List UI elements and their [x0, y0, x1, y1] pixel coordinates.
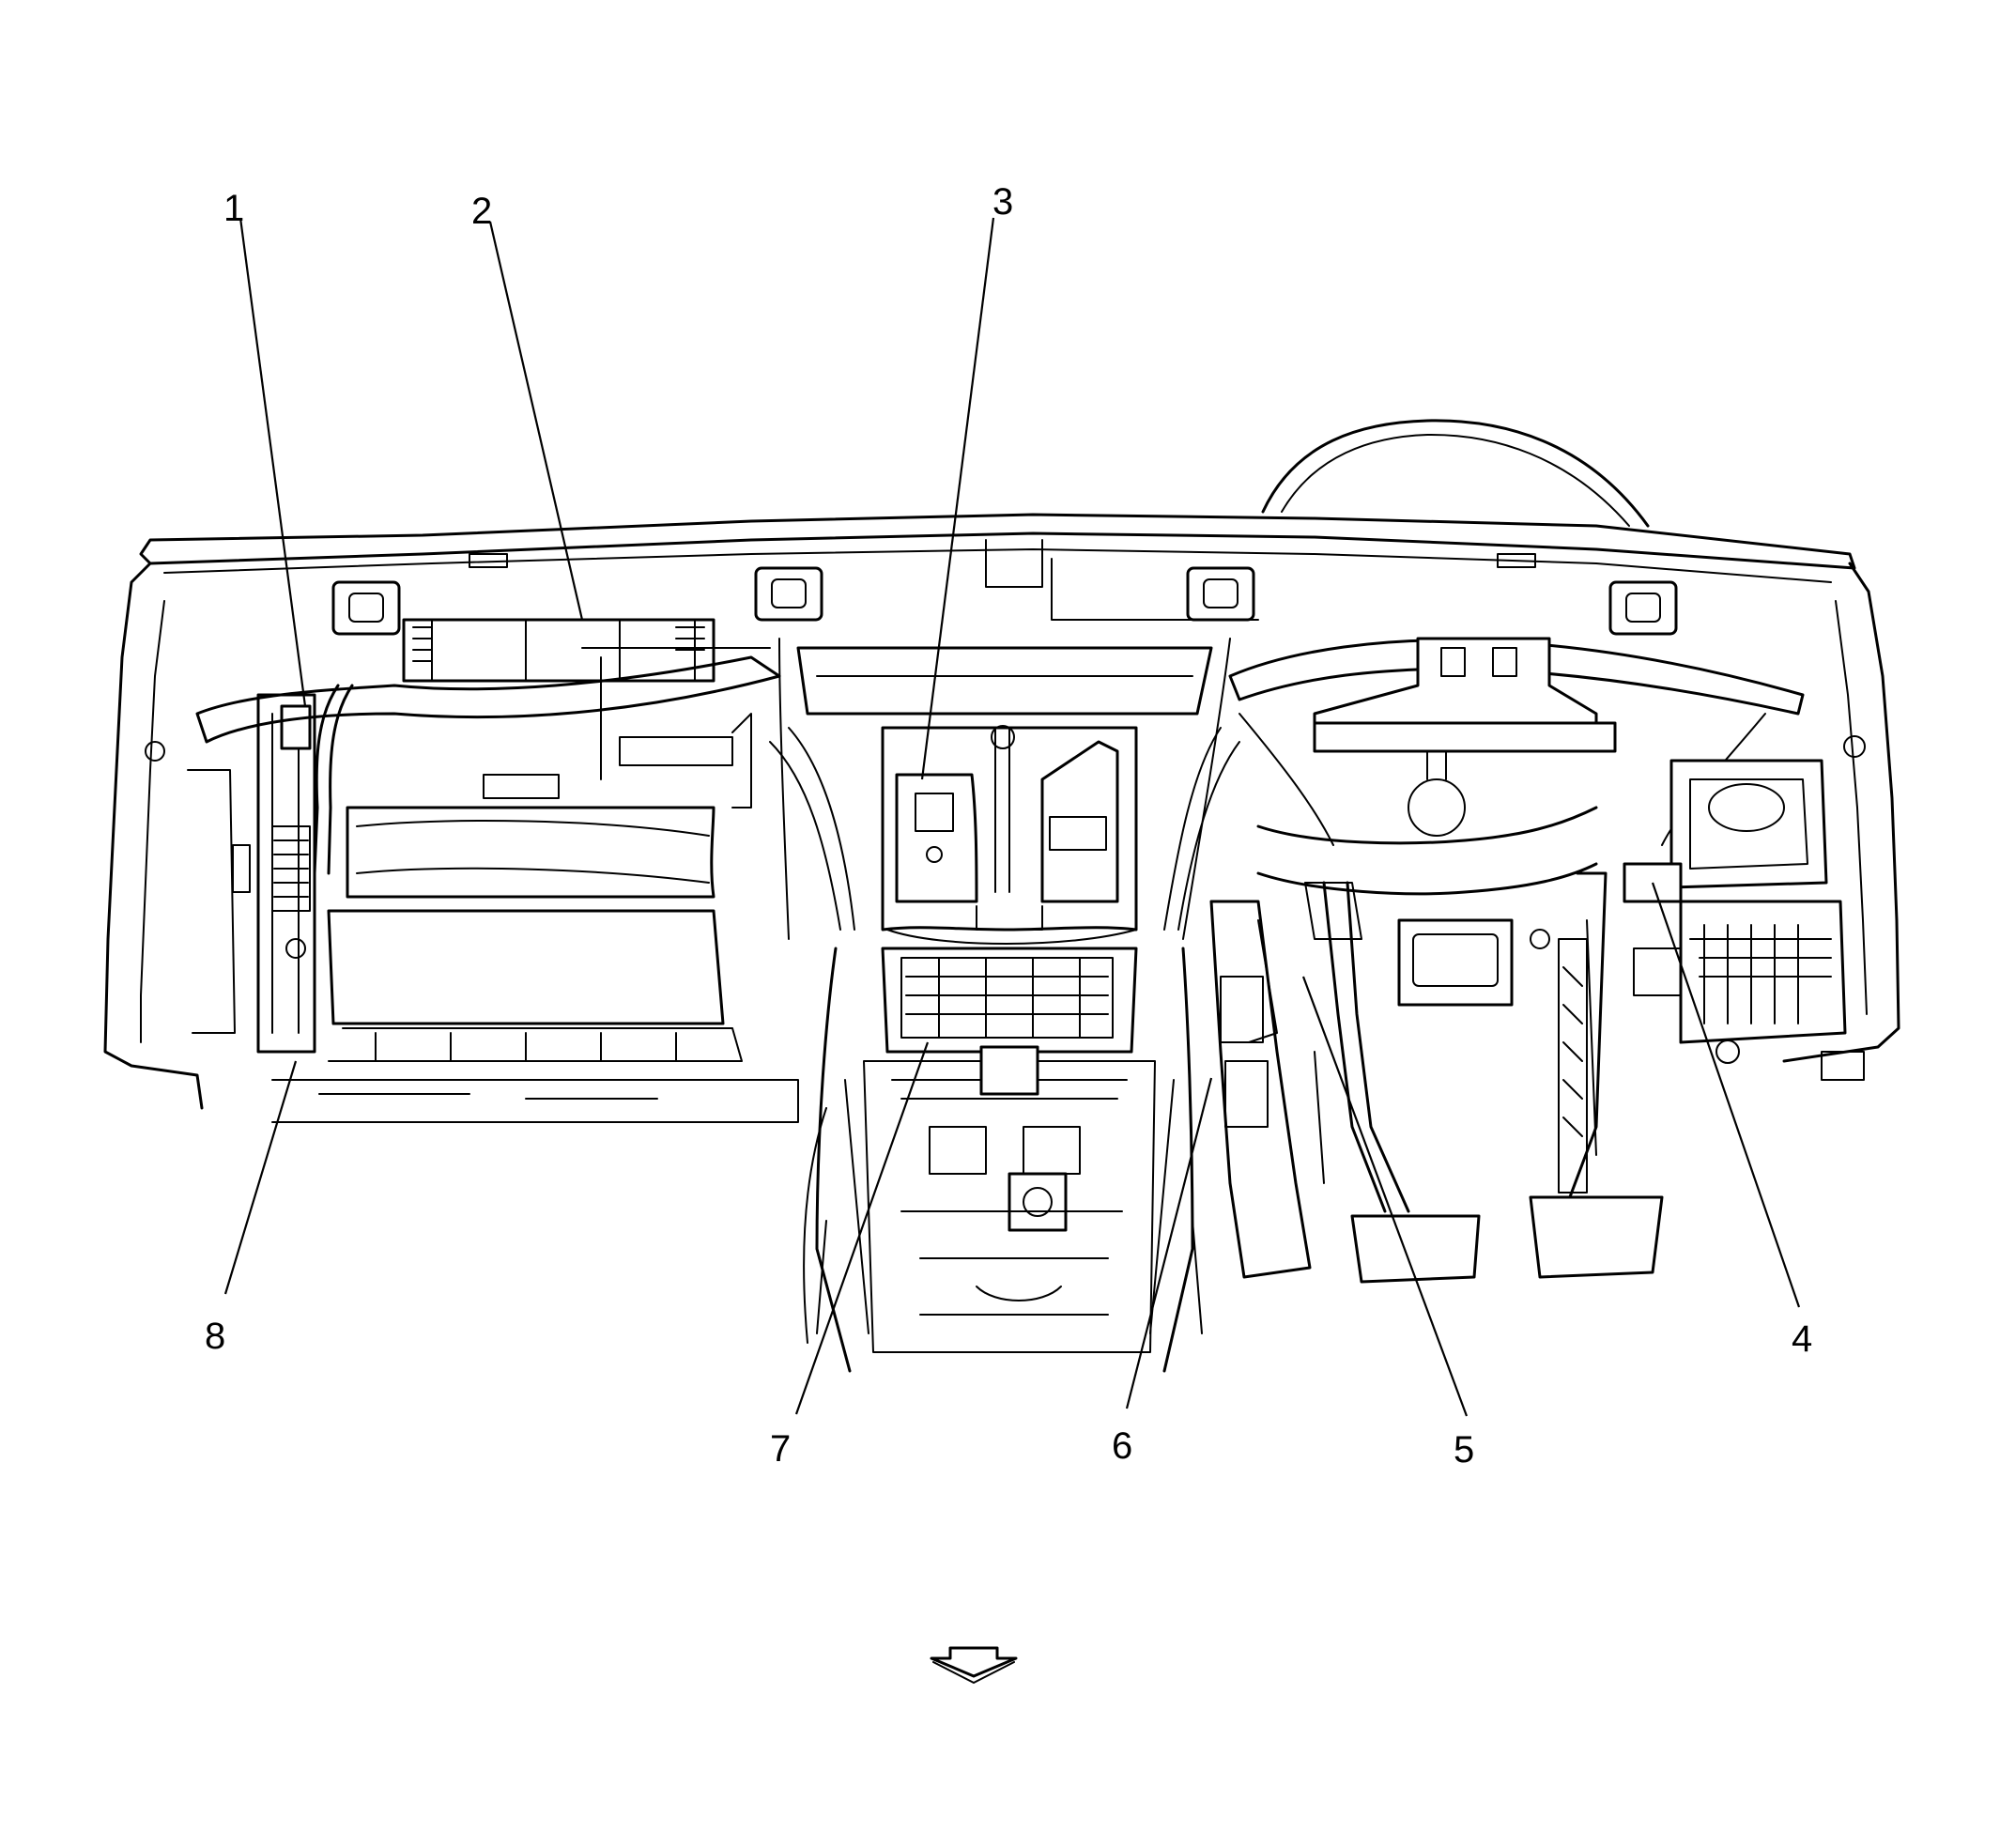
callout-7: 7 [770, 1428, 791, 1470]
leader-7 [794, 1041, 930, 1415]
steering-wheel [1261, 419, 1650, 528]
center-ducts [769, 638, 1240, 940]
passenger-module [195, 618, 781, 875]
glove-box [271, 713, 799, 1123]
callout-6: 6 [1112, 1425, 1132, 1467]
leader-3 [920, 217, 995, 780]
leader-lines [223, 217, 1801, 1417]
steering-column [1256, 750, 1598, 1007]
dash-body-outline [103, 562, 1900, 1110]
right-side-module [1623, 735, 1866, 1081]
floor-console [815, 947, 1203, 1373]
left-side-bracket [145, 693, 316, 1054]
leader-5 [1301, 976, 1469, 1417]
callout-labels: 1 2 3 4 5 6 7 8 [205, 181, 1812, 1471]
callout-5: 5 [1454, 1429, 1474, 1471]
dash-center-structures [581, 647, 1682, 1344]
callout-8: 8 [205, 1316, 225, 1357]
callout-1: 1 [223, 188, 244, 229]
callout-4: 4 [1792, 1318, 1812, 1360]
leader-8 [223, 1060, 298, 1295]
center-connector-block [881, 947, 1138, 1054]
callout-3: 3 [992, 181, 1013, 223]
leader-1 [238, 217, 307, 707]
leader-2 [488, 221, 584, 621]
pedal-assembly [1209, 871, 1664, 1284]
leader-4 [1651, 882, 1801, 1308]
mounting-tabs [331, 553, 1678, 636]
forward-arrow-icon [930, 1646, 1018, 1684]
leader-6 [1125, 1077, 1213, 1409]
center-stack-upper [796, 646, 1213, 945]
callout-2: 2 [471, 191, 492, 232]
